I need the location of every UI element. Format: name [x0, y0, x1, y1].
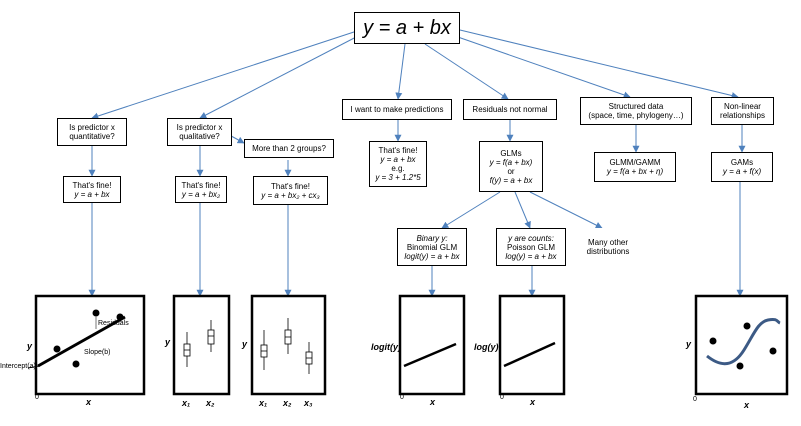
- plot5-zero: 0: [500, 394, 504, 401]
- root-formula: y = a + bx: [354, 12, 460, 44]
- arrow-root-structured: [454, 35, 631, 99]
- intercept-pointer: [27, 365, 40, 369]
- plot3-ylabel: y: [242, 339, 248, 349]
- node-many-distributions: Many other distributions: [580, 228, 636, 266]
- smooth-curve: [706, 317, 781, 366]
- plot2-ylabel: y: [165, 337, 171, 347]
- arrow-glms-counts: [514, 191, 531, 229]
- plot4-xlabel: x: [430, 397, 436, 407]
- arrow-glms-many: [529, 191, 603, 229]
- node-glms: GLMs y = f(a + bx) or f(y) = a + bx: [479, 141, 543, 192]
- plot3-x3-label: x₃: [304, 398, 313, 408]
- plot-gam: [694, 294, 789, 396]
- regression-line: [37, 315, 126, 368]
- arrow-root-resid: [424, 43, 509, 100]
- plot4-zero: 0: [400, 394, 404, 401]
- node-more-than-2-groups: More than 2 groups?: [244, 139, 334, 158]
- node-gams: GAMs y = a + f(x): [711, 152, 773, 182]
- plot3-x2-label: x₂: [283, 398, 292, 408]
- data-point: [72, 360, 80, 368]
- arrow-root-predict: [395, 43, 406, 100]
- node-binomial-glm: Binary y: Binomial GLM logit(y) = a + bx: [397, 228, 467, 266]
- plot5-xlabel: x: [530, 397, 536, 407]
- plot5-ylabel: log(y): [474, 342, 499, 352]
- plot-log: [498, 294, 566, 396]
- boxplot: [207, 329, 215, 345]
- arrow-root-nonlinear: [459, 29, 739, 99]
- plot1-slope-label: Slope(b): [84, 349, 111, 356]
- plot1-zero: 0: [35, 394, 39, 401]
- node-thats-fine-3: That's fine! y = a + bx₂ + cx₃: [253, 176, 328, 205]
- plot-logit: [398, 294, 466, 396]
- root-formula-text: y = a + bx: [363, 17, 451, 39]
- node-predictor-quantitative: Is predictor x quantitative?: [57, 118, 127, 146]
- node-thats-fine-1: That's fine! y = a + bx: [63, 176, 121, 203]
- plot2-x2-label: x₂: [206, 398, 215, 408]
- node-glmm-gamm: GLMM/GAMM y = f(a + bx + η): [594, 152, 676, 182]
- plot1-intercept-label: Intercept(a): [0, 363, 36, 370]
- arrow-root-qual: [199, 34, 361, 119]
- node-predictor-qualitative: Is predictor x qualitative?: [167, 118, 232, 146]
- plot2-x1-label: x₁: [182, 398, 191, 408]
- node-poisson-glm: y are counts: Poisson GLM log(y) = a + b…: [496, 228, 566, 266]
- plot1-ylabel: y: [27, 341, 33, 351]
- data-point: [53, 345, 61, 353]
- plot-three-groups: [250, 294, 327, 396]
- node-residuals-not-normal: Residuals not normal: [463, 99, 557, 120]
- data-point: [92, 309, 100, 317]
- data-point: [116, 313, 124, 321]
- plot6-ylabel: y: [686, 339, 692, 349]
- plot-two-groups: [172, 294, 231, 396]
- arrow-root-quant: [91, 29, 361, 120]
- node-non-linear: Non-linear relationships: [711, 97, 774, 125]
- plot6-xlabel: x: [744, 400, 750, 410]
- plot4-ylabel: logit(y): [371, 342, 401, 352]
- plot6-zero: 0: [693, 396, 697, 403]
- plot3-x1-label: x₁: [259, 398, 268, 408]
- node-thats-fine-prediction: That's fine! y = a + bx e.g. y = 3 + 1.2…: [369, 141, 427, 187]
- plot-linear: [27, 294, 146, 396]
- node-structured-data: Structured data (space, time, phylogeny……: [580, 97, 692, 125]
- node-make-predictions: I want to make predictions: [342, 99, 452, 120]
- arrow-glms-binary: [441, 191, 501, 229]
- plot1-xlabel: x: [86, 397, 92, 407]
- plot1-residuals-label: Residuals: [98, 320, 129, 327]
- node-thats-fine-2: That's fine! y = a + bx₂: [175, 176, 227, 203]
